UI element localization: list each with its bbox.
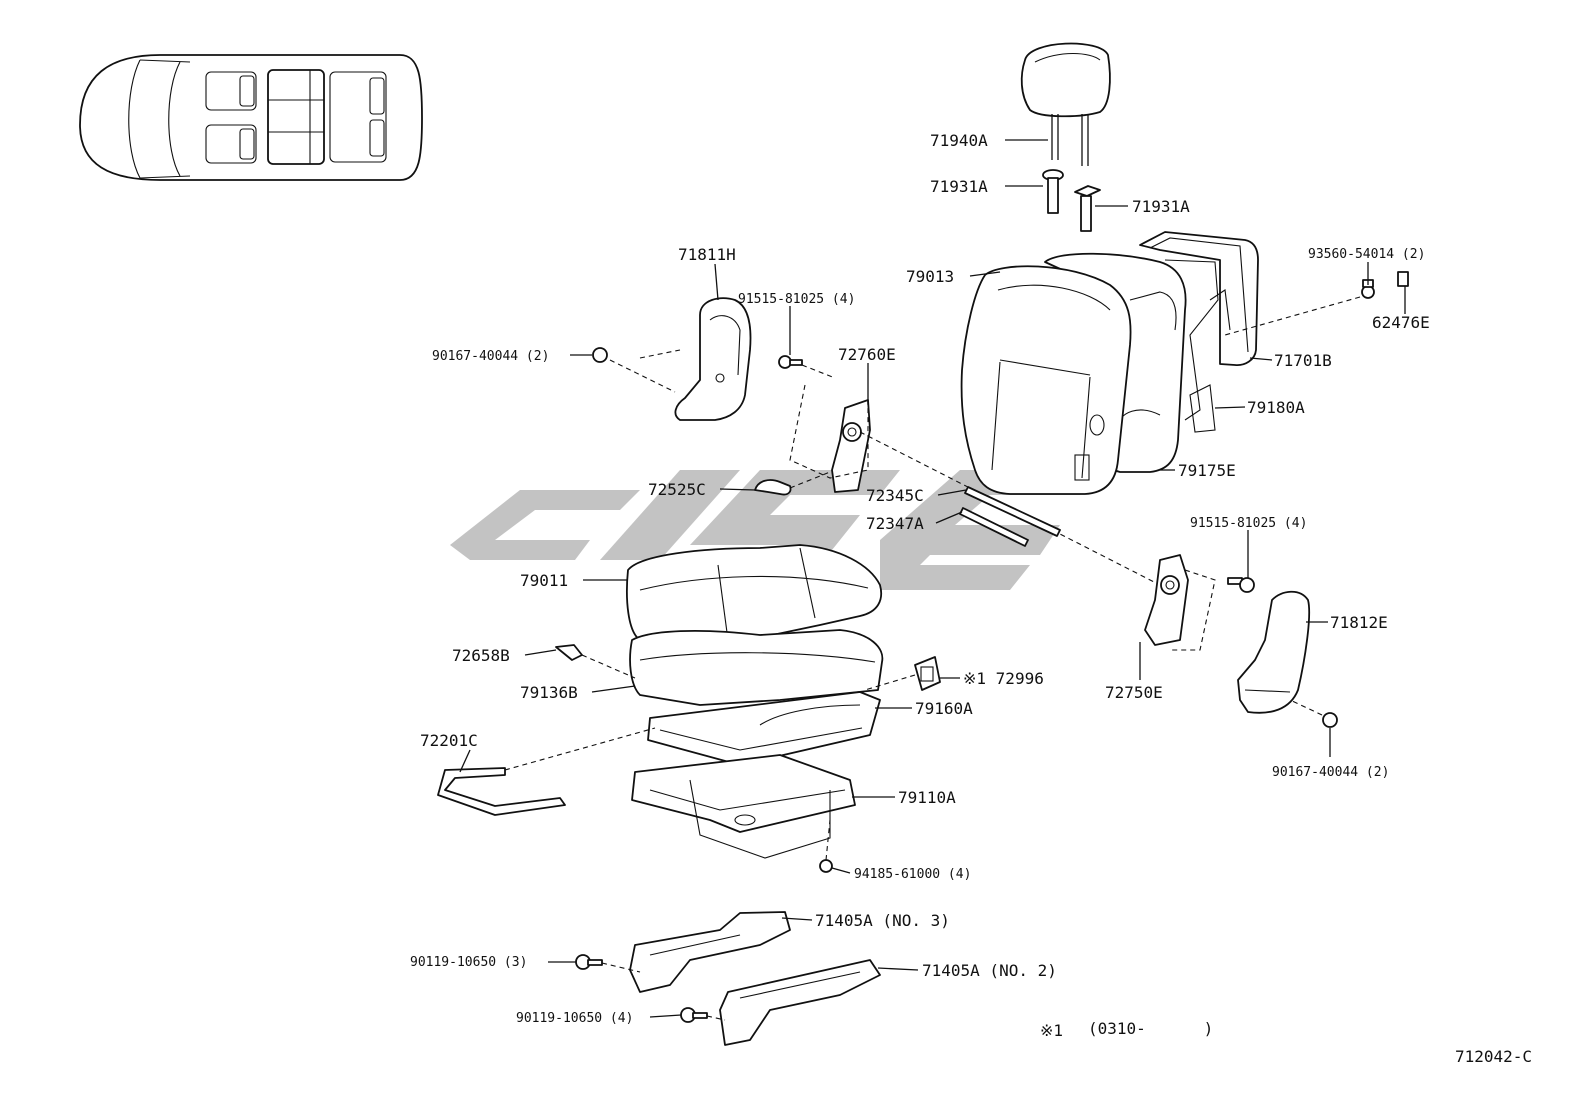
- label-wire-72201: 72201C: [420, 731, 478, 750]
- label-pad-79136: 79136B: [520, 683, 578, 702]
- diagram-code: 712042-C: [1455, 1047, 1532, 1066]
- label-clip-72525: 72525C: [648, 480, 706, 499]
- seat-cushion-pad: [629, 629, 884, 706]
- footnote-text: (0310- ): [1088, 1019, 1213, 1038]
- wire-72201-part: [437, 727, 656, 816]
- label-clip-72658: 72658B: [452, 646, 510, 665]
- leg-71405-no2-part: [719, 959, 881, 1046]
- label-bolt-90119-b: 90119-10650 (4): [516, 1011, 633, 1026]
- label-screw-90167-lower: 90167-40044 (2): [1272, 765, 1389, 780]
- label-screw-90167-upper: 90167-40044 (2): [432, 349, 549, 364]
- label-hinge-72760: 72760E: [838, 345, 896, 364]
- nut-94185-part: [819, 819, 833, 873]
- seat-shield-71812: [1237, 590, 1311, 714]
- seat-icon-front-left: [205, 71, 257, 111]
- label-headrest: 71940A: [930, 131, 988, 150]
- label-pad-79180: 79180A: [1247, 398, 1305, 417]
- clip-72525-part: [754, 471, 831, 496]
- seatback-frame: [1139, 231, 1259, 421]
- leg-71405-no3-part: [629, 911, 791, 993]
- label-backrest-cover: 79013: [906, 267, 954, 286]
- seat-icon-middle-highlighted: [267, 69, 325, 165]
- screw-90167-lower-part: [1289, 699, 1338, 728]
- rod-72345-part: [964, 486, 1061, 537]
- label-bolt-91515-lower: 91515-81025 (4): [1190, 516, 1307, 531]
- switch-72996-part: [864, 656, 941, 691]
- label-back-79175: 79175E: [1178, 461, 1236, 480]
- seatback-cover: [960, 265, 1132, 495]
- bolt-91515-lower-part: [1227, 577, 1255, 593]
- label-rod-72347: 72347A: [866, 514, 924, 533]
- bolt-91515-upper-part: [778, 355, 836, 379]
- vehicle-location-inset: [79, 54, 423, 181]
- part-labels: 71940A 71931A 71931A 79013 93560-54014 (…: [410, 131, 1430, 1026]
- label-frame-79160: 79160A: [915, 699, 973, 718]
- seatback-pad: [1189, 384, 1216, 433]
- headrest-part: [1020, 42, 1111, 166]
- watermark-logo: [450, 470, 1100, 590]
- label-frame-71701: 71701B: [1274, 351, 1332, 370]
- hinge-72750-part: [1144, 554, 1216, 651]
- label-clip-62476: 62476E: [1372, 313, 1430, 332]
- screw-90167-upper-part: [592, 347, 681, 393]
- label-cushion-79011: 79011: [520, 571, 568, 590]
- cushion-frame-79160: [647, 691, 881, 766]
- bolt-90119-b-part: [680, 1007, 726, 1023]
- headrest-support-right: [1074, 185, 1101, 232]
- label-support-right: 71931A: [1132, 197, 1190, 216]
- label-clip-93560: 93560-54014 (2): [1308, 247, 1425, 262]
- label-bolt-90119-a: 90119-10650 (3): [410, 955, 527, 970]
- label-bolt-91515-upper: 91515-81025 (4): [738, 292, 855, 307]
- label-shield-71812: 71812E: [1330, 613, 1388, 632]
- footnote-mark: ※1: [1040, 1021, 1063, 1040]
- footnote: ※1 (0310- ): [1040, 1019, 1213, 1040]
- seat-frame-79110: [631, 754, 856, 859]
- label-leg-no2: 71405A (NO. 2): [922, 961, 1057, 980]
- clip-72658-part: [555, 644, 636, 679]
- label-support-left: 71931A: [930, 177, 988, 196]
- seat-icon-rear: [329, 71, 387, 163]
- label-hinge-72750: 72750E: [1105, 683, 1163, 702]
- label-switch-72996: ※1 72996: [963, 669, 1044, 688]
- headrest-support-left: [1042, 169, 1064, 214]
- label-rod-72345: 72345C: [866, 486, 924, 505]
- seat-shield-71811: [674, 297, 752, 421]
- label-nut-94185: 94185-61000 (4): [854, 867, 971, 882]
- seat-icon-front-right: [205, 124, 257, 164]
- leader-lines: [459, 139, 1406, 1018]
- label-leg-no3: 71405A (NO. 3): [815, 911, 950, 930]
- label-shield-71811: 71811H: [678, 245, 736, 264]
- label-frame-79110: 79110A: [898, 788, 956, 807]
